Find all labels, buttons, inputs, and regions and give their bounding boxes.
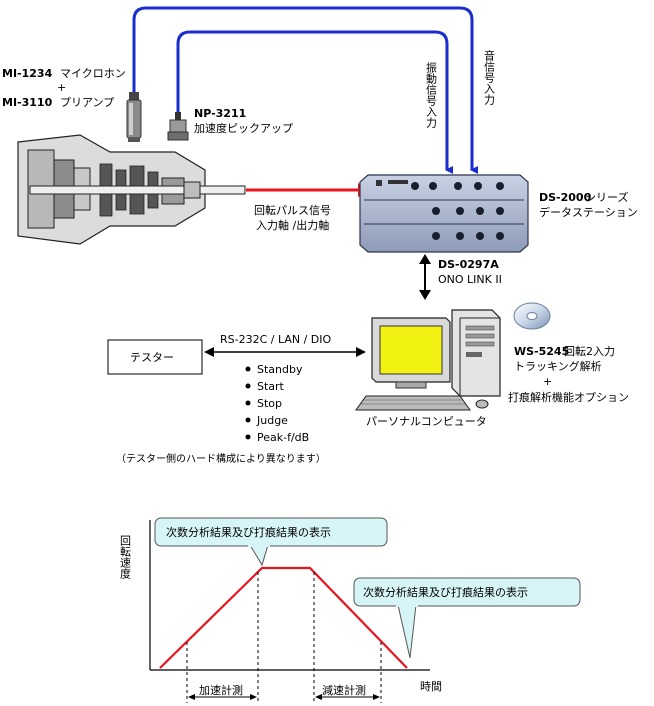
ws-line3: 打痕解析機能オプション <box>508 390 629 404</box>
speed-profile-line <box>159 566 408 669</box>
link-model: DS-0297A <box>438 258 499 271</box>
signal-item: Peak-f/dB <box>257 431 309 444</box>
accel-span-label: 加速計測 <box>199 683 243 697</box>
sound-input-label: 音信号入力 <box>483 49 496 105</box>
rotation-pulse-label-2: 入力軸 /出力軸 <box>256 218 329 232</box>
sound-signal-cable <box>132 6 478 174</box>
tester-note: （テスター側のハード構成により異なります） <box>116 452 326 465</box>
measure-guides <box>186 572 382 703</box>
vibration-input-label: 振動信号入力 <box>425 61 438 128</box>
accel-name: 加速度ピックアップ <box>194 121 293 135</box>
cd-disc-icon <box>513 302 551 330</box>
tester-label: テスター <box>130 351 174 364</box>
mic-name-2: プリアンプ <box>60 96 114 109</box>
callout-top-text: 次数分析結果及び打痕結果の表示 <box>166 525 331 539</box>
mic-model-2: MI-3110 <box>2 96 53 109</box>
personal-computer-icon <box>355 309 501 411</box>
callout-right-text: 次数分析結果及び打痕結果の表示 <box>363 585 528 599</box>
ws-model: WS-5245 <box>514 345 569 358</box>
callout-top <box>154 517 388 567</box>
signal-item: Judge <box>256 414 288 427</box>
rotation-pulse-label-1: 回転パルス信号 <box>254 204 331 217</box>
callout-right <box>353 577 581 659</box>
signal-bullet <box>245 417 251 423</box>
signal-item: Standby <box>257 363 303 376</box>
ws-line2: トラッキング解析 <box>514 359 602 373</box>
signal-bullet <box>245 366 251 372</box>
signal-list: Standby Start Stop Judge Peak-f/dB <box>245 363 309 444</box>
accel-span-arrow <box>188 694 257 700</box>
ono-link-arrow <box>419 254 431 300</box>
link-name: ONO LINK II <box>438 273 502 286</box>
ds-subtitle: データステーション <box>539 205 638 219</box>
accelerometer-icon <box>167 112 189 141</box>
signal-bullet <box>245 383 251 389</box>
ds-model: DS-2000 <box>539 191 592 204</box>
ws-plus: + <box>543 375 552 388</box>
signal-item: Start <box>257 380 285 393</box>
tester-box <box>107 339 203 375</box>
transmission-icon <box>17 134 246 245</box>
signal-bullet <box>245 400 251 406</box>
mic-name-1: マイクロホン <box>60 67 126 80</box>
signal-bullet <box>245 434 251 440</box>
x-axis-label: 時間 <box>420 680 442 693</box>
tester-pc-arrow <box>204 347 366 357</box>
microphone-icon <box>126 92 142 142</box>
vibration-signal-cable <box>176 30 453 174</box>
decel-span-label: 減速計測 <box>322 683 366 697</box>
signal-item: Stop <box>257 397 282 410</box>
ws-line1: 回転2入力 <box>564 345 615 358</box>
speed-graph <box>149 520 430 703</box>
mic-plus: + <box>57 81 66 94</box>
decel-span-arrow <box>315 694 380 700</box>
data-station-icon <box>359 174 529 253</box>
accel-model: NP-3211 <box>194 107 246 120</box>
y-axis-label: 回転速度 <box>119 535 132 580</box>
mic-model-1: MI-1234 <box>2 67 53 80</box>
pc-label: パーソナルコンピュータ <box>366 415 487 428</box>
ds-series: シリーズ <box>585 190 628 204</box>
comm-label: RS-232C / LAN / DIO <box>220 333 332 346</box>
rotation-pulse-arrow <box>246 183 372 197</box>
